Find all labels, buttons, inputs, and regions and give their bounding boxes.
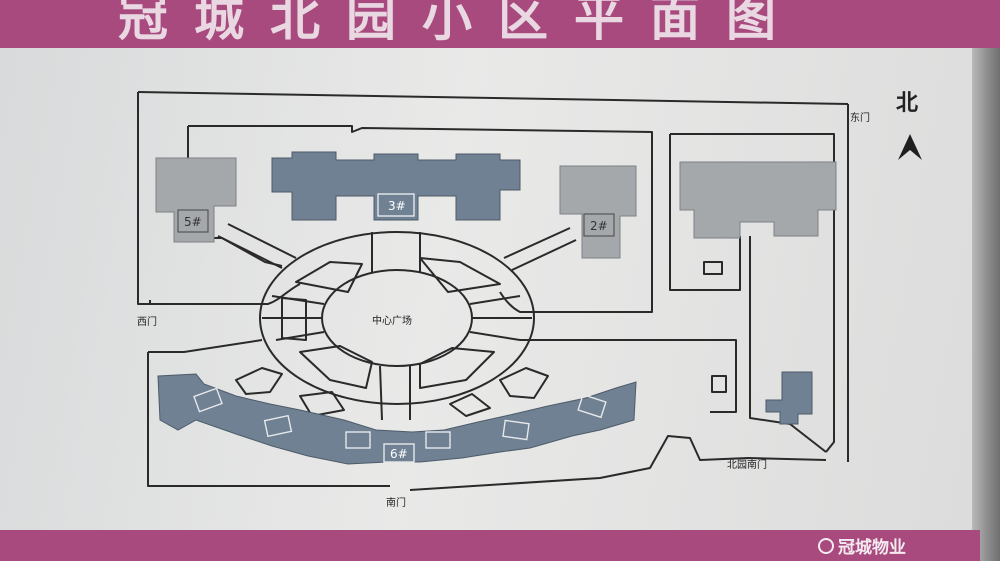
ring-spoke-n: [371, 232, 421, 272]
title-banner: 冠城北园小区平面图: [0, 0, 1000, 48]
tag-b6-6: [577, 393, 607, 419]
south-compound: [147, 339, 390, 487]
building-5-block: [155, 157, 237, 243]
tag-b6-5: [502, 419, 530, 441]
north-compass: 北: [896, 91, 922, 160]
gate-west: 西门: [137, 315, 157, 328]
ring-spoke-s: [379, 365, 411, 421]
north-road: [137, 91, 849, 105]
gazebo-s1: [299, 391, 345, 417]
north-compound: [188, 125, 653, 313]
b2-number: 2#: [590, 219, 608, 233]
plaza-label: 中心广场: [372, 314, 412, 327]
connector-nw: [217, 223, 297, 269]
tag-b5: [177, 209, 209, 233]
small-structure-2: [711, 375, 727, 393]
brand-logo-icon: [818, 537, 834, 554]
building-3-slab: [271, 151, 521, 221]
tag-b3: [377, 193, 415, 217]
ring-spoke-e: [469, 295, 532, 341]
petal-se: [419, 347, 495, 389]
tag-b2: [583, 213, 615, 237]
small-structure-1: [703, 261, 723, 275]
gate-south: 南门: [386, 496, 406, 509]
gazebo-sw: [235, 367, 283, 395]
gate-north-garden-south: 北园南门: [727, 458, 767, 471]
petal-nw: [295, 261, 363, 293]
petal-ne: [419, 257, 501, 293]
b5-number: 5#: [184, 215, 202, 229]
brand-name: 冠城物业: [838, 538, 906, 558]
tag-b6-1: [193, 387, 223, 413]
board-frame-edge: [972, 48, 1000, 561]
connector-ne: [503, 227, 577, 271]
petal-sw: [299, 345, 373, 389]
building-4-block: [765, 371, 813, 425]
east-road: [749, 236, 827, 453]
south-compound-e: [409, 435, 827, 491]
tag-b6-2: [263, 414, 293, 438]
tag-b6: [383, 443, 415, 463]
tag-b6-3: [345, 431, 371, 449]
map-title: 冠城北园小区平面图: [118, 0, 802, 47]
compass-label: 北: [896, 91, 918, 116]
gate-east: 东门: [850, 111, 870, 124]
east-compound-inner: [669, 134, 741, 291]
building-2-block: [559, 165, 637, 259]
footer-banner: [0, 530, 980, 561]
gazebo-s2: [449, 393, 491, 417]
south-east-edge: [520, 339, 737, 413]
east-compound: [670, 133, 835, 453]
petal-w: [281, 297, 307, 341]
gazebo-se: [499, 367, 549, 399]
north-arrow-icon: [898, 134, 922, 160]
plaza-outer-ring: [259, 231, 535, 405]
brand-mark: 冠城物业: [818, 533, 906, 558]
tag-b6-4: [425, 431, 451, 449]
building-1-block: [679, 161, 837, 239]
building-6-slab: [157, 373, 637, 465]
b3-number: 3#: [388, 199, 406, 213]
b6-number: 6#: [390, 447, 408, 461]
